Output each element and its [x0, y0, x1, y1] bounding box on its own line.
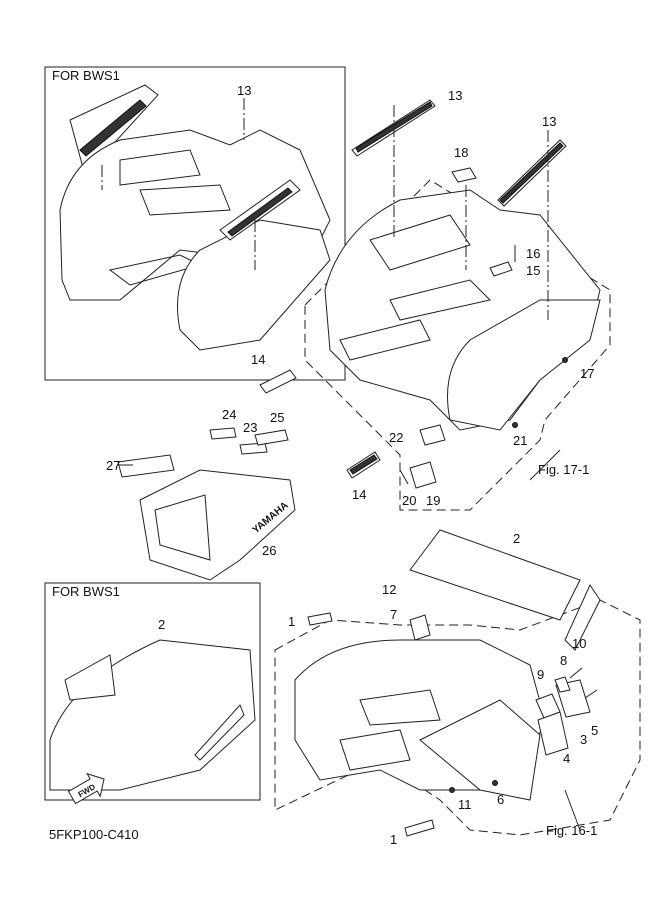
callout-19: 19: [426, 493, 440, 508]
callout-27: 27: [106, 458, 120, 473]
emblem-1b: [404, 819, 435, 837]
callout-2: 2: [513, 531, 520, 546]
decal-2: [64, 654, 116, 701]
tank-cover-assembly: YAMAHA 27 24 23 25 26: [106, 407, 296, 581]
assembly-boundary: [304, 179, 611, 511]
callout-11: 11: [458, 797, 472, 812]
callout-6: 6: [497, 792, 504, 807]
callout-21: 21: [513, 433, 527, 448]
inset-title: FOR BWS1: [52, 584, 120, 599]
inset-bottom: FOR BWS1 2 FWD: [44, 582, 261, 805]
callout-13: 13: [237, 83, 251, 98]
fender-detail: [339, 214, 491, 361]
callout-14: 14: [251, 352, 265, 367]
rear-fender-assembly: 13 13 18 16 15 17 14 22 21 14 20 19 Fig.…: [251, 88, 611, 511]
leader-line: [564, 789, 581, 831]
part-4: [537, 711, 569, 756]
tank-cover-26: [139, 469, 296, 581]
callout-2: 2: [158, 617, 165, 632]
fender-side: [447, 299, 601, 431]
callout-8: 8: [560, 653, 567, 668]
callout-25: 25: [270, 410, 284, 425]
part-14: [259, 369, 297, 394]
callout-26: 26: [262, 543, 276, 558]
fender-detail: [339, 689, 441, 771]
callout-17: 17: [580, 366, 594, 381]
callout-16: 16: [526, 246, 540, 261]
callout-1: 1: [390, 832, 397, 847]
decal-2: [409, 529, 581, 621]
part-27: [117, 454, 175, 478]
nut-17: [562, 357, 568, 363]
callout-10: 10: [572, 636, 586, 651]
screw-21: [512, 422, 518, 428]
screw-11: [449, 787, 455, 793]
label-18: [451, 167, 477, 183]
decal-13-graphic: [499, 142, 564, 204]
callout-13: 13: [542, 114, 556, 129]
front-fender-assembly: 2 12 7 1 10 8 9 5 3 4 11 6 1 Fig. 16-1: [274, 529, 641, 847]
part-22: [419, 424, 446, 446]
emblem-1: [307, 612, 333, 626]
part-7: [409, 614, 431, 641]
inset-frame: [44, 582, 261, 801]
inset-frame: [44, 66, 346, 381]
part-24: [209, 427, 237, 440]
rear-fender-bws1: [59, 129, 331, 301]
part-8: [554, 676, 571, 693]
screw-10: [569, 667, 583, 679]
callout-14: 14: [352, 487, 366, 502]
diagram-code: 5FKP100-C410: [49, 827, 139, 842]
callout-13: 13: [448, 88, 462, 103]
callout-1: 1: [288, 614, 295, 629]
screw-6: [492, 780, 498, 786]
leader-line: [529, 449, 561, 481]
decal-2b: [194, 704, 245, 761]
callout-20: 20: [402, 493, 416, 508]
front-fender-bws1: [49, 639, 256, 791]
inset-top: FOR BWS1 13: [44, 66, 346, 381]
callout-15: 15: [526, 263, 540, 278]
decal-13b-graphic: [227, 187, 293, 237]
callout-23: 23: [243, 420, 257, 435]
part-25: [254, 429, 289, 446]
callout-9: 9: [537, 667, 544, 682]
rear-fender-side: [177, 219, 331, 351]
callout-3: 3: [580, 732, 587, 747]
decal-2-grille: [564, 583, 601, 651]
callout-18: 18: [454, 145, 468, 160]
callout-12: 12: [382, 582, 396, 597]
fender-side: [419, 699, 541, 801]
callout-7: 7: [390, 607, 397, 622]
screw-5: [584, 689, 598, 699]
emblem-graphic: [349, 454, 378, 475]
part-20: [399, 469, 409, 485]
part-15: [489, 261, 513, 277]
callout-4: 4: [563, 751, 570, 766]
inset-title: FOR BWS1: [52, 68, 120, 83]
decal-13-graphic: [79, 99, 147, 157]
callout-22: 22: [389, 430, 403, 445]
cover-vent: [154, 494, 211, 561]
part-23: [239, 442, 268, 455]
callout-24: 24: [222, 407, 236, 422]
fig-ref-17-1[interactable]: Fig. 17-1: [538, 462, 589, 477]
part-19: [409, 461, 437, 489]
callout-5: 5: [591, 723, 598, 738]
fig-ref-16-1[interactable]: Fig. 16-1: [546, 823, 597, 838]
